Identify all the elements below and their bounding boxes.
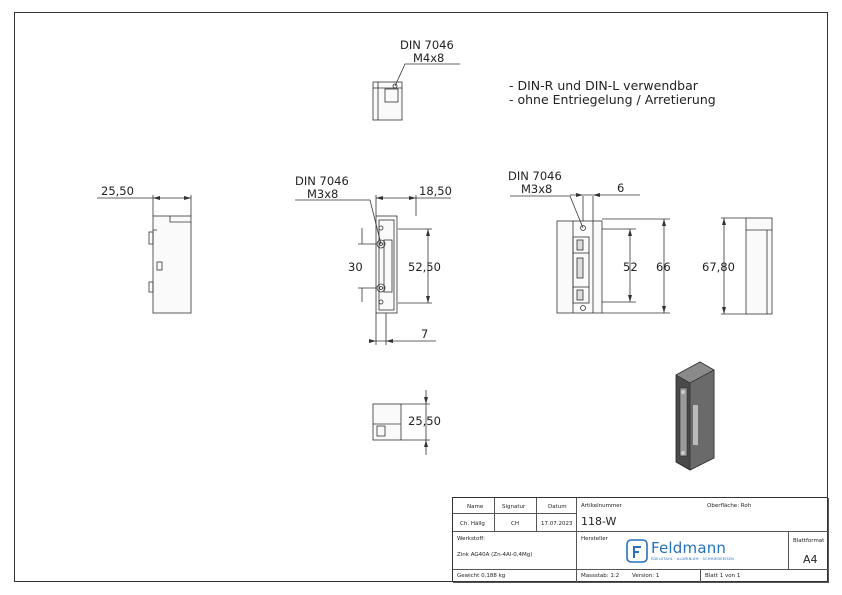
dim-front-height: 52,50 xyxy=(408,260,441,274)
dim-bottom-depth: 25,50 xyxy=(408,414,441,428)
tb-version: Version: 1 xyxy=(632,573,660,579)
end-view xyxy=(721,217,773,315)
callout-right-standard: DIN 7046 xyxy=(508,169,562,183)
note-line-1: - DIN-R und DIN-L verwendbar xyxy=(509,78,698,93)
tb-brand-tagline: EDELSTAHL · ALUMINIUM · SCHMIEDEEISEN xyxy=(651,557,734,561)
tb-row-name: Ch. Hällg xyxy=(460,521,485,527)
feldmann-logo-icon xyxy=(626,539,648,563)
tb-row-signature: CH xyxy=(511,521,519,527)
callout-front-standard: DIN 7046 xyxy=(295,174,349,188)
title-block xyxy=(452,497,829,583)
top-view xyxy=(372,63,460,121)
tb-format-label: Blattformat xyxy=(793,538,825,544)
tb-scale: Massstab: 1:2 xyxy=(581,573,620,579)
bottom-view xyxy=(372,390,430,455)
tb-header-name: Name xyxy=(467,504,484,510)
tb-article: 118-W xyxy=(581,515,617,528)
dim-side-depth: 25,50 xyxy=(101,184,134,198)
tb-material: Zink AG40A (Zn-4Al-0,4Mg) xyxy=(457,552,533,558)
tb-format: A4 xyxy=(803,553,818,566)
dim-right-offset: 6 xyxy=(617,181,625,195)
tb-brand: Feldmann xyxy=(651,539,727,557)
tb-sheet: Blatt 1 von 1 xyxy=(705,573,741,579)
tb-row-date: 17.07.2023 xyxy=(541,521,573,527)
tb-header-date: Datum xyxy=(548,504,567,510)
note-line-2: - ohne Entriegelung / Arretierung xyxy=(509,92,716,107)
tb-header-signature: Signatur xyxy=(502,504,526,510)
tb-surface: Oberfläche: Roh xyxy=(707,503,752,509)
callout-top-screw: M4x8 xyxy=(413,51,445,65)
right-view xyxy=(510,194,670,314)
tb-weight: Gewicht 0,188 kg xyxy=(457,573,506,579)
side-view xyxy=(97,195,192,314)
callout-front-screw: M3x8 xyxy=(307,187,339,201)
tb-material-label: Werkstoff: xyxy=(457,536,485,542)
callout-right-screw: M3x8 xyxy=(521,182,553,196)
tb-article-label: Artikelnummer xyxy=(581,503,622,509)
dim-right-height: 66 xyxy=(656,260,671,274)
tb-manufacturer-label: Hersteller xyxy=(581,536,608,542)
dim-right-inner: 52 xyxy=(623,260,638,274)
isometric-view xyxy=(675,361,715,471)
dim-end-height: 67,80 xyxy=(702,260,735,274)
drawing-frame xyxy=(14,12,828,582)
dim-front-offset: 7 xyxy=(421,327,429,341)
dim-front-width: 18,50 xyxy=(419,184,452,198)
dim-hole-spacing: 30 xyxy=(348,260,363,274)
callout-top-standard: DIN 7046 xyxy=(400,38,454,52)
